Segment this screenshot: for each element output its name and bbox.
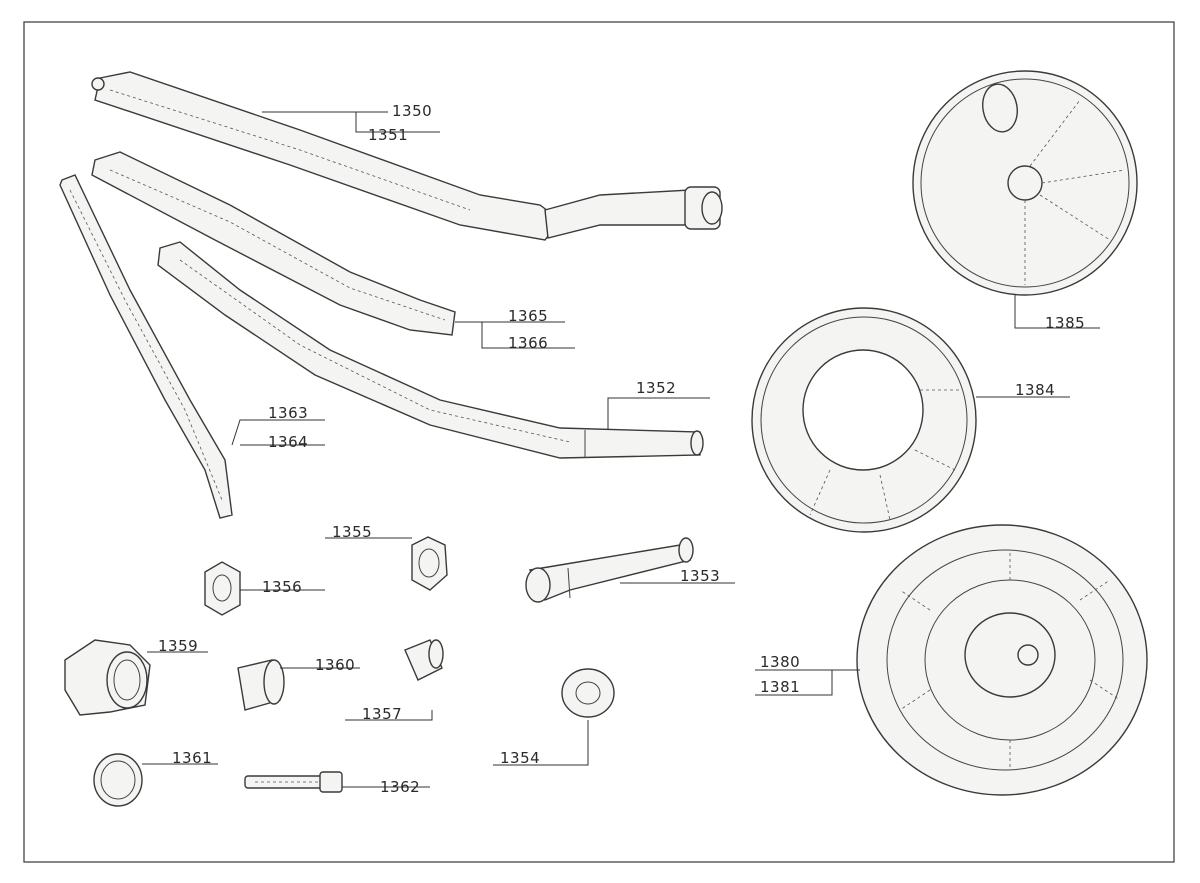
label-1384: 1384: [1015, 381, 1055, 399]
label-1354: 1354: [500, 749, 540, 767]
part-1359-clamp-housing: [64, 639, 151, 716]
leader-1365: [455, 321, 575, 349]
label-1357: 1357: [362, 705, 402, 723]
label-1355: 1355: [332, 523, 372, 541]
label-1361: 1361: [172, 749, 212, 767]
part-1365-channel-rail: [91, 151, 456, 336]
label-1380: 1380: [760, 653, 800, 671]
part-1384-ring: [751, 307, 977, 533]
label-1366: 1366: [508, 334, 548, 352]
label-1381: 1381: [760, 678, 800, 696]
part-1354-washer: [561, 668, 615, 718]
part-1353-spindle: [525, 537, 694, 603]
part-1380-wheel: [856, 524, 1148, 796]
part-1361-ring: [93, 753, 143, 807]
label-1350: 1350: [392, 102, 432, 120]
label-1362: 1362: [380, 778, 420, 796]
leader-1350: [262, 111, 440, 133]
label-1365: 1365: [508, 307, 548, 325]
leader-1380: [755, 669, 860, 696]
label-1363: 1363: [268, 404, 308, 422]
part-1360-bushing: [237, 659, 285, 711]
label-1385: 1385: [1045, 314, 1085, 332]
sheet-frame: [23, 21, 1175, 863]
leader-1354: [493, 720, 589, 766]
part-1363-long-strip: [59, 174, 233, 519]
part-1385-disc: [912, 70, 1138, 296]
label-1360: 1360: [315, 656, 355, 674]
part-1362-bolt: [244, 771, 343, 793]
label-1359: 1359: [158, 637, 198, 655]
label-1351: 1351: [368, 126, 408, 144]
label-1353: 1353: [680, 567, 720, 585]
label-1352: 1352: [636, 379, 676, 397]
label-1364: 1364: [268, 433, 308, 451]
part-1357-collar: [404, 639, 444, 681]
leader-1385: [1014, 295, 1100, 329]
part-1352-curved-tube: [157, 241, 704, 459]
part-1350-fork-arm: [91, 71, 723, 241]
leader-1352: [607, 397, 710, 430]
leader-1357: [345, 710, 433, 721]
part-1356-nut: [204, 561, 241, 616]
part-1355-hex-nut: [411, 536, 448, 591]
label-1356: 1356: [262, 578, 302, 596]
leader-1363: [231, 419, 325, 446]
